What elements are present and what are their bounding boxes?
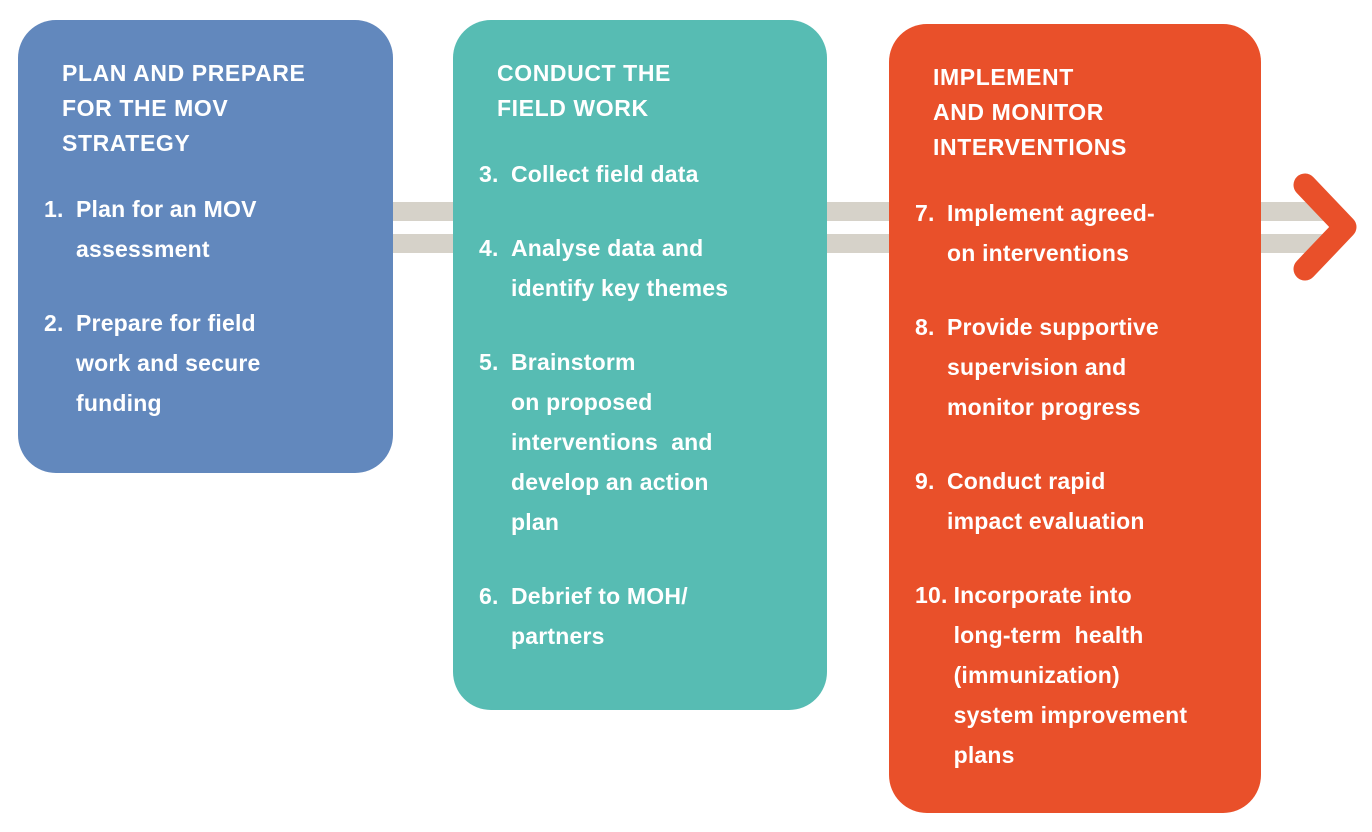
step-text: Implement agreed-on interventions [947,200,1155,266]
step-number: 8. [915,314,935,340]
step-number: 2. [44,310,64,336]
step-item-3: 3. Collect field data [479,154,803,194]
step-number: 5. [479,349,499,375]
step-number: 9. [915,468,935,494]
step-number: 3. [479,161,499,187]
step-number: 7. [915,200,935,226]
step-number: 6. [479,583,499,609]
step-item-6: 6. Debrief to MOH/partners [479,576,803,656]
step-item-7: 7. Implement agreed-on interventions [915,193,1237,273]
step-list: 7. Implement agreed-on interventions 8. … [915,193,1237,775]
step-number: 10. [915,582,948,608]
step-text: Debrief to MOH/partners [511,583,688,649]
step-list: 3. Collect field data 4. Analyse data an… [479,154,803,656]
step-text: Collect field data [511,161,699,187]
step-number: 4. [479,235,499,261]
step-number: 1. [44,196,64,222]
